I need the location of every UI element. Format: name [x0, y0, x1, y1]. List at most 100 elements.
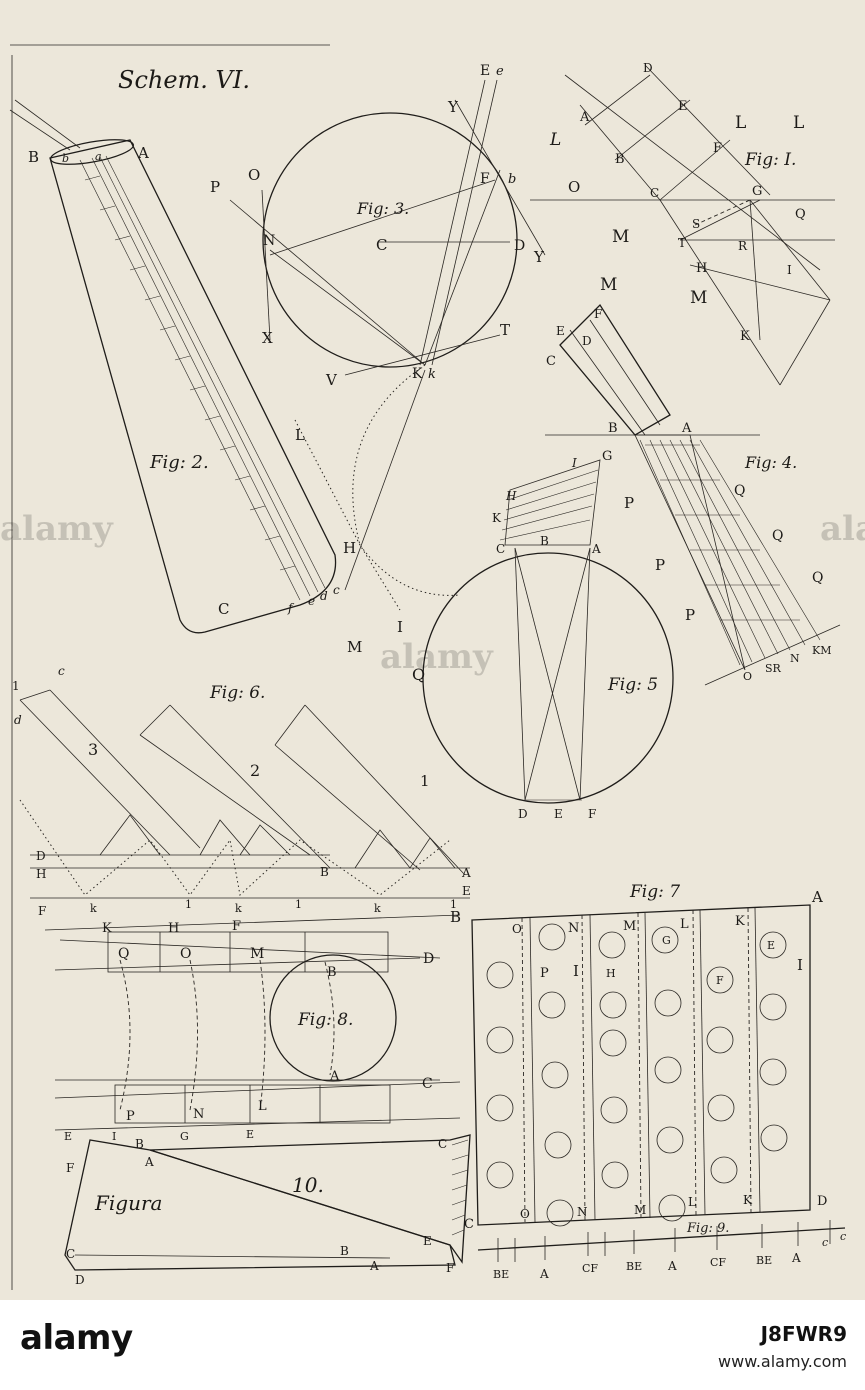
fig3-label-X: X: [262, 329, 273, 347]
fig6-label-3: 3: [88, 740, 98, 759]
alamy-logo[interactable]: alamy: [20, 1318, 133, 1358]
fig5-label-C: C: [496, 542, 505, 556]
fig6-label-1b: 1: [420, 772, 430, 790]
fig10-label-C: C: [66, 1247, 75, 1261]
fig6-label-H: H: [36, 867, 46, 881]
fig8-label-A: A: [329, 1069, 340, 1084]
fig7-label-E: E: [767, 939, 775, 952]
fig7-caption: Fig: 7: [629, 882, 680, 902]
fig2-label-b: b: [62, 152, 69, 165]
fig8-caption: Fig: 8.: [297, 1010, 353, 1030]
fig6-label-F: F: [38, 904, 46, 918]
plate-title: Schem. VI.: [118, 66, 250, 94]
fig7-label-I2: I: [573, 962, 579, 980]
fig2-label-B: B: [28, 148, 39, 166]
fig3-label-N: N: [263, 233, 275, 249]
figure-6: Fig: 6. 1 c d 3 2 1 D H F B E A k 1 k 1 …: [12, 664, 471, 918]
fig10-label-B-bottom: B: [340, 1244, 349, 1258]
fig10-label-A: A: [144, 1155, 154, 1169]
fig6-label-2: 2: [250, 761, 260, 780]
fig4-label-P3: P: [685, 606, 695, 624]
fig8-label-C: C: [422, 1076, 433, 1092]
fig9-tick-7: BE: [756, 1254, 772, 1267]
engraved-plate-page: Schem. VI. Fig: 2. B b a A C f e d c: [0, 0, 865, 1300]
fig4-label-O: O: [743, 670, 752, 683]
fig5-label-F: F: [588, 807, 596, 821]
fig10-label-F: F: [66, 1161, 74, 1175]
fig2-label-a: a: [95, 150, 102, 163]
fig5-label-H: H: [505, 489, 517, 503]
fig2-label-c: c: [333, 583, 340, 597]
figure-1: Fig: I. D A E L L L B F O C G S Q M T R …: [530, 61, 835, 386]
fig10-label-D: D: [75, 1273, 85, 1287]
fig7-label-L-top: L: [680, 917, 689, 932]
fig10-caption-word: Figura: [94, 1191, 162, 1215]
fig6-label-A: A: [461, 866, 471, 880]
fig6-label-d: d: [14, 713, 22, 727]
fig2-label-d: d: [320, 589, 328, 603]
fig6-caption: Fig: 6.: [209, 683, 265, 703]
fig1-label-Q: Q: [795, 207, 806, 222]
fig9-tick-1: BE: [493, 1268, 509, 1281]
fig8-label-Q: Q: [118, 946, 129, 962]
fig2-label-f: f: [287, 601, 295, 615]
fig6-label-i3: 1: [450, 898, 457, 911]
fig2-caption: Fig: 2.: [149, 452, 209, 473]
fig7-label-P: P: [540, 966, 549, 981]
fig8-label-O: O: [180, 946, 191, 962]
fig1-label-T: T: [678, 236, 686, 250]
fig3-label-D: D: [514, 238, 525, 254]
fig10-caption-number: 10.: [292, 1173, 324, 1197]
fig3-label-I: I: [397, 618, 403, 636]
fig9-tick-5: A: [667, 1259, 677, 1273]
fig7-label-O-bottom: O: [520, 1207, 530, 1221]
fig6-label-k2: k: [235, 902, 242, 915]
fig3-label-F: F: [480, 171, 490, 187]
fig4-label-Q1: Q: [734, 483, 745, 499]
fig4-label-P2: P: [655, 556, 665, 574]
fig2-label-A: A: [137, 144, 149, 162]
fig9-tick-2: A: [539, 1267, 549, 1281]
fig6-label-i1: 1: [185, 898, 192, 911]
fig4-label-KM: KM: [812, 644, 831, 657]
fig1-label-F: F: [713, 141, 722, 156]
fig2-label-C: C: [218, 600, 229, 618]
fig4-label-C: C: [546, 354, 556, 369]
fig3-label-V: V: [325, 371, 338, 389]
fig8-label-G: G: [180, 1130, 189, 1143]
fig10-label-A-bottom: A: [369, 1259, 379, 1273]
fig5-label-A: A: [591, 542, 601, 556]
figure-5: Fig: 5 H I G K C B A Q D E F: [412, 449, 674, 821]
fig9-tick-8: A: [791, 1251, 801, 1265]
fig1-label-M2: M: [600, 275, 617, 295]
fig1-label-G: G: [752, 184, 762, 199]
fig8-label-K: K: [102, 921, 112, 936]
fig1-label-D: D: [643, 61, 653, 75]
fig8-label-L: L: [258, 1099, 267, 1114]
fig3-label-E: E: [480, 63, 490, 79]
fig9-tick-3: CF: [582, 1262, 598, 1275]
fig6-label-k3: k: [374, 902, 381, 915]
figure-4: Fig: 4. F E D C B A P P P Q Q Q O SR N K…: [545, 303, 841, 686]
fig3-label-L: L: [295, 426, 305, 444]
fig5-label-B: B: [540, 534, 549, 548]
fig5-label-I: I: [571, 456, 577, 470]
fig7-label-K-top: K: [735, 914, 745, 929]
fig6-label-E: E: [462, 884, 471, 898]
fig3-caption: Fig: 3.: [356, 199, 409, 218]
fig1-label-E: E: [678, 99, 688, 114]
fig3-label-T: T: [500, 321, 510, 339]
fig4-label-Q2: Q: [772, 528, 783, 544]
figure-7: Fig: 7 A O N M L K I P I H G F E D O N M…: [471, 882, 827, 1227]
fig8-label-E2: E: [246, 1128, 254, 1141]
fig8-label-I: I: [112, 1130, 116, 1143]
fig7-label-O-top: O: [512, 922, 522, 936]
fig4-label-N: N: [790, 652, 800, 665]
fig5-label-G: G: [602, 449, 612, 464]
site-url[interactable]: www.alamy.com: [718, 1352, 847, 1371]
fig7-label-A: A: [811, 888, 823, 906]
watermark-1: alamy: [0, 509, 114, 549]
fig3-label-M: M: [347, 638, 362, 656]
fig1-caption: Fig: I.: [744, 150, 796, 170]
fig8-label-E1: E: [64, 1130, 72, 1143]
